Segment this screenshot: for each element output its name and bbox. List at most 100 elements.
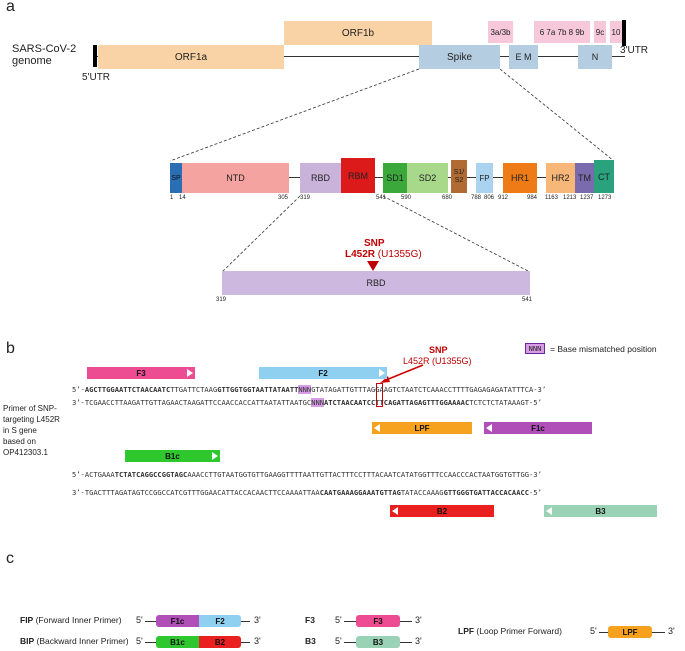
tick-label: 1163 [545, 195, 558, 201]
domain-s1s2-label: S1/ S2 [453, 168, 465, 184]
b3-3prime: 3' [415, 636, 422, 646]
orf1b-label: ORF1b [341, 27, 375, 39]
arrow-right-icon [187, 369, 193, 377]
seq-segment: TCTCTCTATAAAGT-5’ [469, 398, 542, 407]
accessory-box: 6 7a 7b 8 9b [534, 21, 590, 43]
arrow-left-icon [392, 507, 398, 515]
fip-f1c-label: F1c [170, 616, 185, 626]
arrow-right-icon [212, 452, 218, 460]
fip-f1c: F1c [156, 615, 199, 627]
seq-end: -5’ [529, 488, 542, 497]
tick-label: 806 [484, 195, 495, 201]
f3-3prime: 3' [415, 615, 422, 625]
rbd-snp-pos: (U1355G) [377, 249, 422, 260]
lpf-legend: LPF (Loop Primer Forward) [458, 626, 562, 636]
seq-segment: AAACCTTGTAATGGTGTTGAAGGTTTTAATTGTTACTTTC… [187, 470, 542, 479]
seq1-top: 5’-AGCTTGGAATTCTAACAATCTTGATTCTAAGGTTGGT… [72, 385, 546, 394]
bip-b1c-label: B1c [170, 637, 185, 647]
rbd-zoom-box: RBD [222, 271, 530, 295]
fip-fullname: (Forward Inner Primer) [33, 615, 122, 625]
domain-rbd: RBD [300, 163, 341, 193]
domain-sd2: SD2 [407, 163, 448, 193]
bip-legend: BIP (Backward Inner Primer) [20, 636, 129, 646]
tick-label: 984 [527, 195, 538, 201]
tick-label: 14 [179, 195, 186, 201]
lpf-abbrev: LPF [458, 626, 475, 636]
f3-bar-label: F3 [373, 616, 383, 626]
snp-highlight-box [376, 383, 383, 407]
primer-f2-label: F2 [318, 368, 328, 378]
primer-b3-label: B3 [595, 506, 606, 516]
domain-sd1-label: SD1 [386, 173, 404, 183]
domain-rbm: RBM [341, 158, 375, 193]
rbd-snp-title: SNP [364, 238, 385, 249]
fip-3prime: 3' [254, 615, 261, 625]
bip-3prime: 3' [254, 636, 261, 646]
f3-bar: F3 [356, 615, 400, 627]
domain-rbm-label: RBM [348, 170, 368, 181]
seq-b3-site: GTTGGGTGATTACCACAACC [443, 488, 530, 497]
seq-f3-site: AGCTTGGAATTCTAACAATC [84, 385, 171, 394]
panel-label-c: c [6, 550, 14, 567]
fip-abbrev: FIP [20, 615, 34, 625]
domain-sd2-label: SD2 [418, 173, 437, 183]
domain-sp: SP [170, 163, 182, 193]
bip-abbrev: BIP [20, 636, 35, 646]
n-box: N [578, 45, 612, 69]
panel-label-a: a [6, 0, 15, 15]
bip-b1c: B1c [156, 636, 199, 648]
tick-label: 541 [376, 195, 387, 201]
genome-line [95, 56, 625, 57]
domain-hr2-label: HR2 [551, 173, 570, 183]
n-label: N [591, 52, 599, 62]
zoom-lines [169, 68, 615, 273]
tick-label: 1273 [598, 195, 612, 201]
domain-hr1: HR1 [503, 163, 537, 193]
primer-f3-label: F3 [136, 368, 146, 378]
primer-f1c-label: F1c [531, 423, 545, 433]
domain-ntd-label: NTD [226, 173, 245, 183]
fip-legend: FIP (Forward Inner Primer) [20, 615, 122, 625]
tick-label: 912 [498, 195, 509, 201]
bip-b2: B2 [199, 636, 241, 648]
lpf-bar-label: LPF [622, 627, 638, 637]
bip-5prime: 5' [136, 636, 143, 646]
b3-bar: B3 [356, 636, 400, 648]
f3-legend: F3 [305, 615, 315, 625]
b3-legend: B3 [305, 636, 316, 646]
utr5-label: 5'UTR [82, 72, 111, 83]
fip-5prime: 5' [136, 615, 143, 625]
seq-f2-site: GTTGGTGGTAATTATAATT [217, 385, 299, 394]
lpf-5prime: 5' [590, 626, 597, 636]
lpf-fullname: (Loop Primer Forward) [474, 626, 562, 636]
lpf-3prime: 3' [668, 626, 675, 636]
rbd-snp-mut: L452R [345, 249, 376, 260]
seq-segment: ACTGAAA [84, 470, 115, 479]
domain-fp: FP [476, 163, 493, 193]
primer-b2-label: B2 [436, 506, 448, 516]
domain-ct-label: CT [598, 171, 610, 182]
seq-segment: TATACCAAAG [400, 488, 444, 497]
orf1b-box: ORF1b [284, 21, 432, 45]
seq-end: 3’- [72, 398, 85, 407]
tick-label: 680 [442, 195, 453, 201]
seq-snp-base: C [306, 398, 312, 407]
utr3-bar [622, 20, 626, 46]
domain-fp-label: FP [479, 173, 490, 183]
arrow-left-icon [546, 507, 552, 515]
seq-segment: TGACTTTAGATAGTCCGGCCATCGTTTGGAACATTACCAC… [84, 488, 320, 497]
primer-description: Primer of SNP- targeting L452R in S gene… [3, 404, 60, 457]
arrow-right-icon [379, 369, 385, 377]
seq1-bottom: 3’-TCGAACCTTAAGATTGTTAGAACTAAGATTCCAACCA… [72, 398, 542, 407]
domain-hr1-label: HR1 [510, 173, 529, 183]
mismatch-legend-text: = Base mismatched position [550, 344, 657, 354]
orf10-label: 10 [611, 27, 621, 37]
tick-label: 590 [401, 195, 412, 201]
orf10-box: 10 [610, 21, 622, 43]
seq-end: 5’- [72, 470, 85, 479]
mismatch-legend-box: NNN [525, 343, 545, 354]
seq-mismatch: NNN [311, 398, 324, 407]
em-label: E M [515, 52, 532, 62]
seq-segment: TTGATTCTAAG [170, 385, 218, 394]
em-box: E M [509, 45, 538, 69]
